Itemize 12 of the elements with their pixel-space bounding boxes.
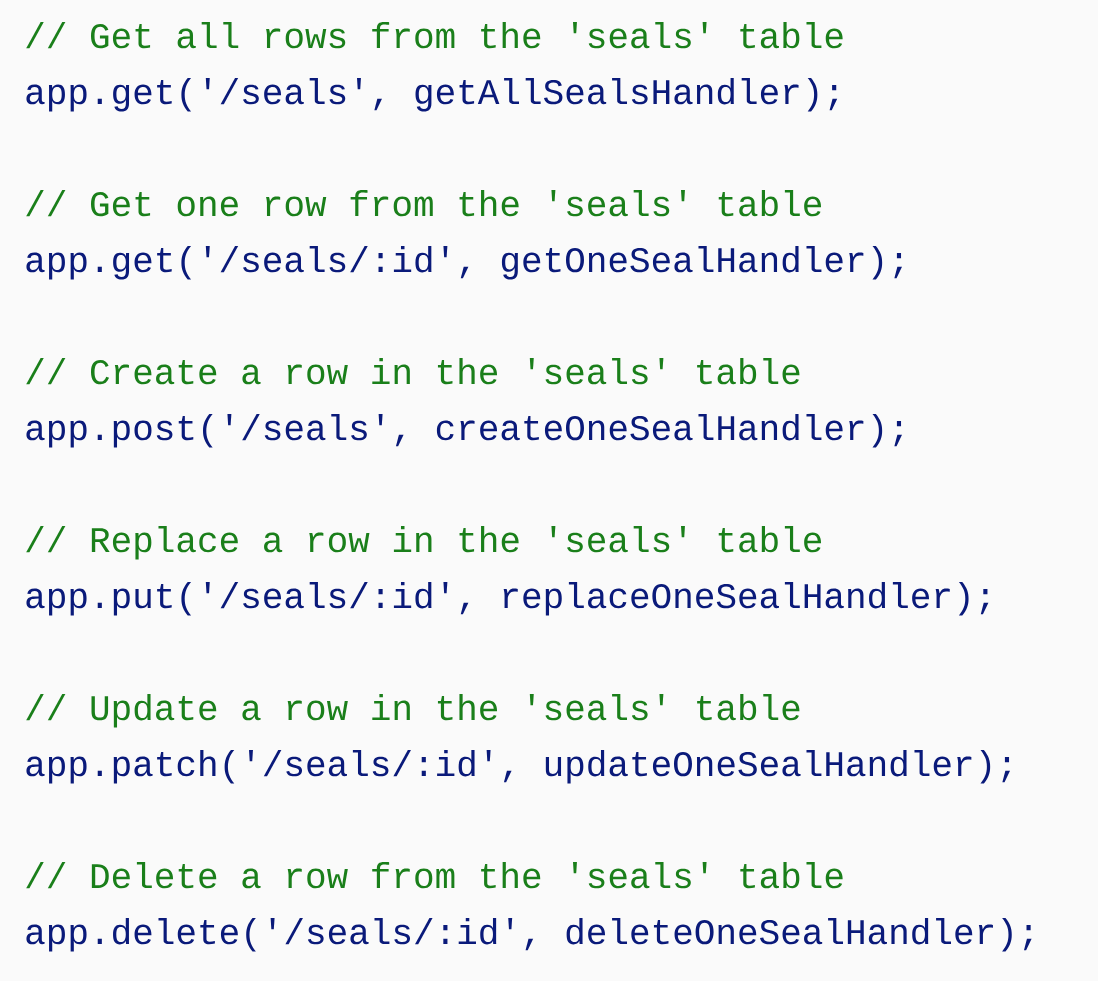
code-line: app.get('/seals', getAllSealsHandler); [26,77,838,112]
code-line: app.patch('/seals/:id', updateOneSealHandler); [26,749,1010,784]
code-line: app.get('/seals/:id', getOneSealHandler); [26,245,902,280]
code-comment: // Get one row from the 'seals' table [26,189,821,217]
code-comment: // Update a row in the 'seals' table [26,693,800,728]
code-line: app.post('/seals', createOneSealHandler); [26,413,902,448]
code-line: app.put('/seals/:id', replaceOneSealHandler); [26,581,989,616]
code-comment: // Replace a row in the 'seals' table [26,525,821,560]
code-comment: // Create a row in the 'seals' table [26,357,800,385]
code-line: app.delete('/seals/:id', deleteOneSealHandler); [26,917,1032,952]
code-comment: // Get all rows from the 'seals' table [26,21,843,49]
code-comment: // Delete a row from the 'seals' table [26,861,843,889]
